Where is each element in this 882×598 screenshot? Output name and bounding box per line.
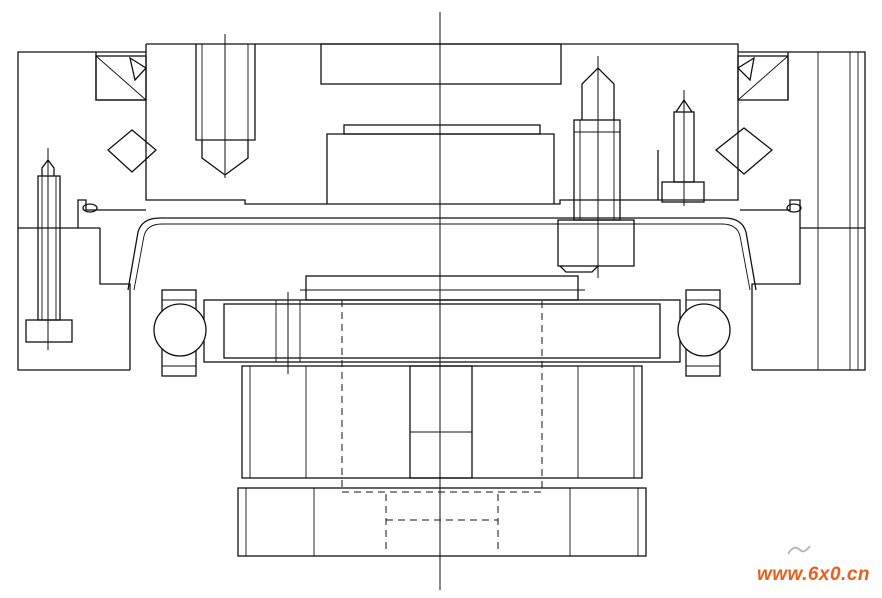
sealing-cover bbox=[82, 203, 802, 291]
left-bearing bbox=[153, 289, 207, 377]
left-bearing-ball bbox=[153, 303, 207, 357]
watermark-logo-icon bbox=[787, 545, 811, 555]
top-housing bbox=[145, 43, 739, 205]
left-bolt bbox=[25, 148, 73, 350]
right-bearing-ball bbox=[677, 303, 731, 357]
watermark-text: www.6x0.cn bbox=[756, 564, 870, 585]
top-right-bolt bbox=[573, 56, 621, 278]
left-outer-flange bbox=[17, 51, 157, 371]
right-outer-flange bbox=[714, 51, 866, 371]
right-bearing bbox=[677, 289, 731, 377]
lower-hub bbox=[241, 300, 643, 493]
top-left-threaded-hole bbox=[195, 34, 256, 178]
inner-ring bbox=[203, 275, 681, 374]
small-right-bolt bbox=[657, 90, 705, 206]
bottom-flange bbox=[237, 487, 647, 557]
